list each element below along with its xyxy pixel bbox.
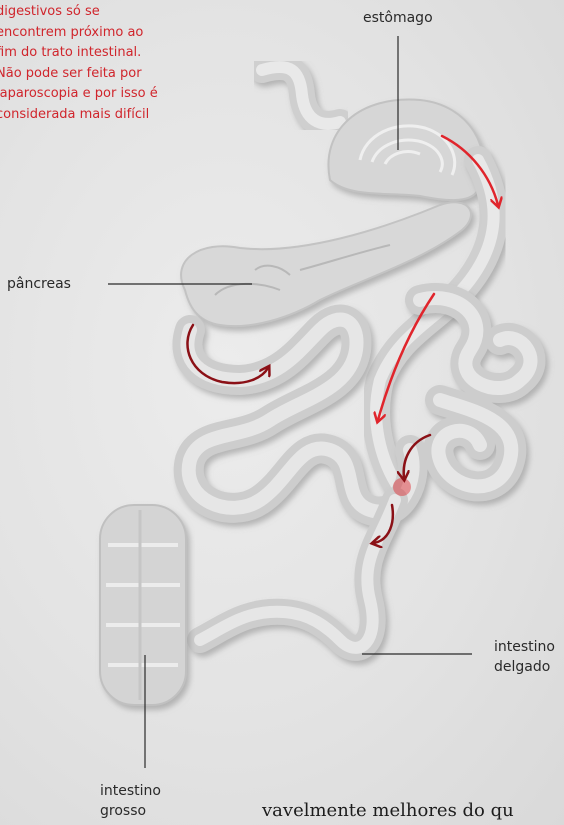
label-large-intestine: intestino grosso [100, 781, 161, 821]
annotation-note: digestivos só se encontrem próximo ao fi… [0, 2, 186, 125]
footer-text: vavelmente melhores do qu [262, 800, 514, 821]
highlight-spot [393, 478, 411, 496]
stomach-shape [328, 100, 483, 201]
esophagus-shape [262, 67, 340, 124]
label-stomach: estômago [363, 8, 433, 28]
large-intestine-shape [100, 505, 186, 705]
small-intestine-shape [187, 298, 530, 648]
label-pancreas: pâncreas [7, 274, 71, 294]
label-small-intestine: intestino delgado [494, 637, 555, 677]
